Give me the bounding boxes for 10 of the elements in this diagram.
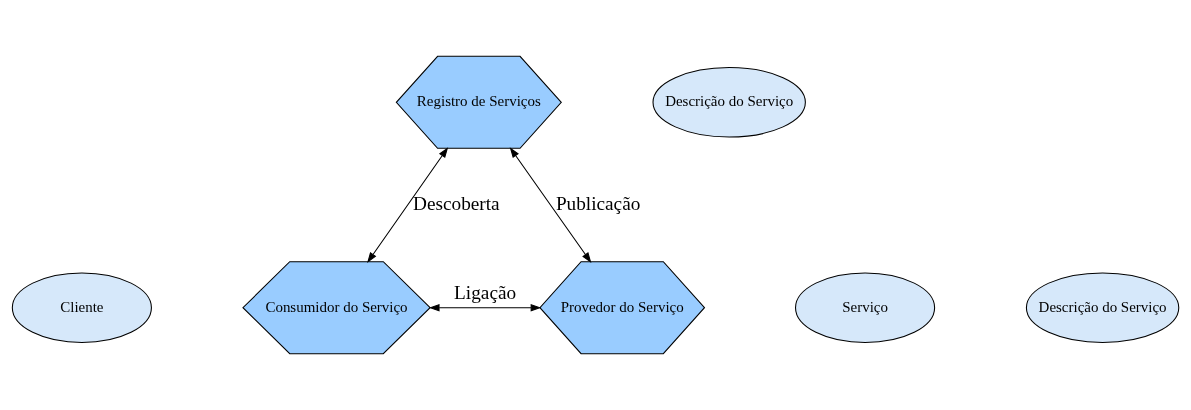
edge-label: Descoberta xyxy=(413,192,500,214)
node-ellipse: Descrição do Serviço xyxy=(1025,272,1180,344)
node-ellipse: Cliente xyxy=(11,272,152,344)
node-ellipse: Serviço xyxy=(795,272,936,344)
edge-label: Ligação xyxy=(454,281,517,303)
arrow xyxy=(367,147,449,263)
arrow xyxy=(509,147,592,263)
arrow xyxy=(428,303,542,312)
node-ellipse: Descrição do Serviço xyxy=(652,66,806,138)
edge-label: Publicação xyxy=(555,192,641,214)
